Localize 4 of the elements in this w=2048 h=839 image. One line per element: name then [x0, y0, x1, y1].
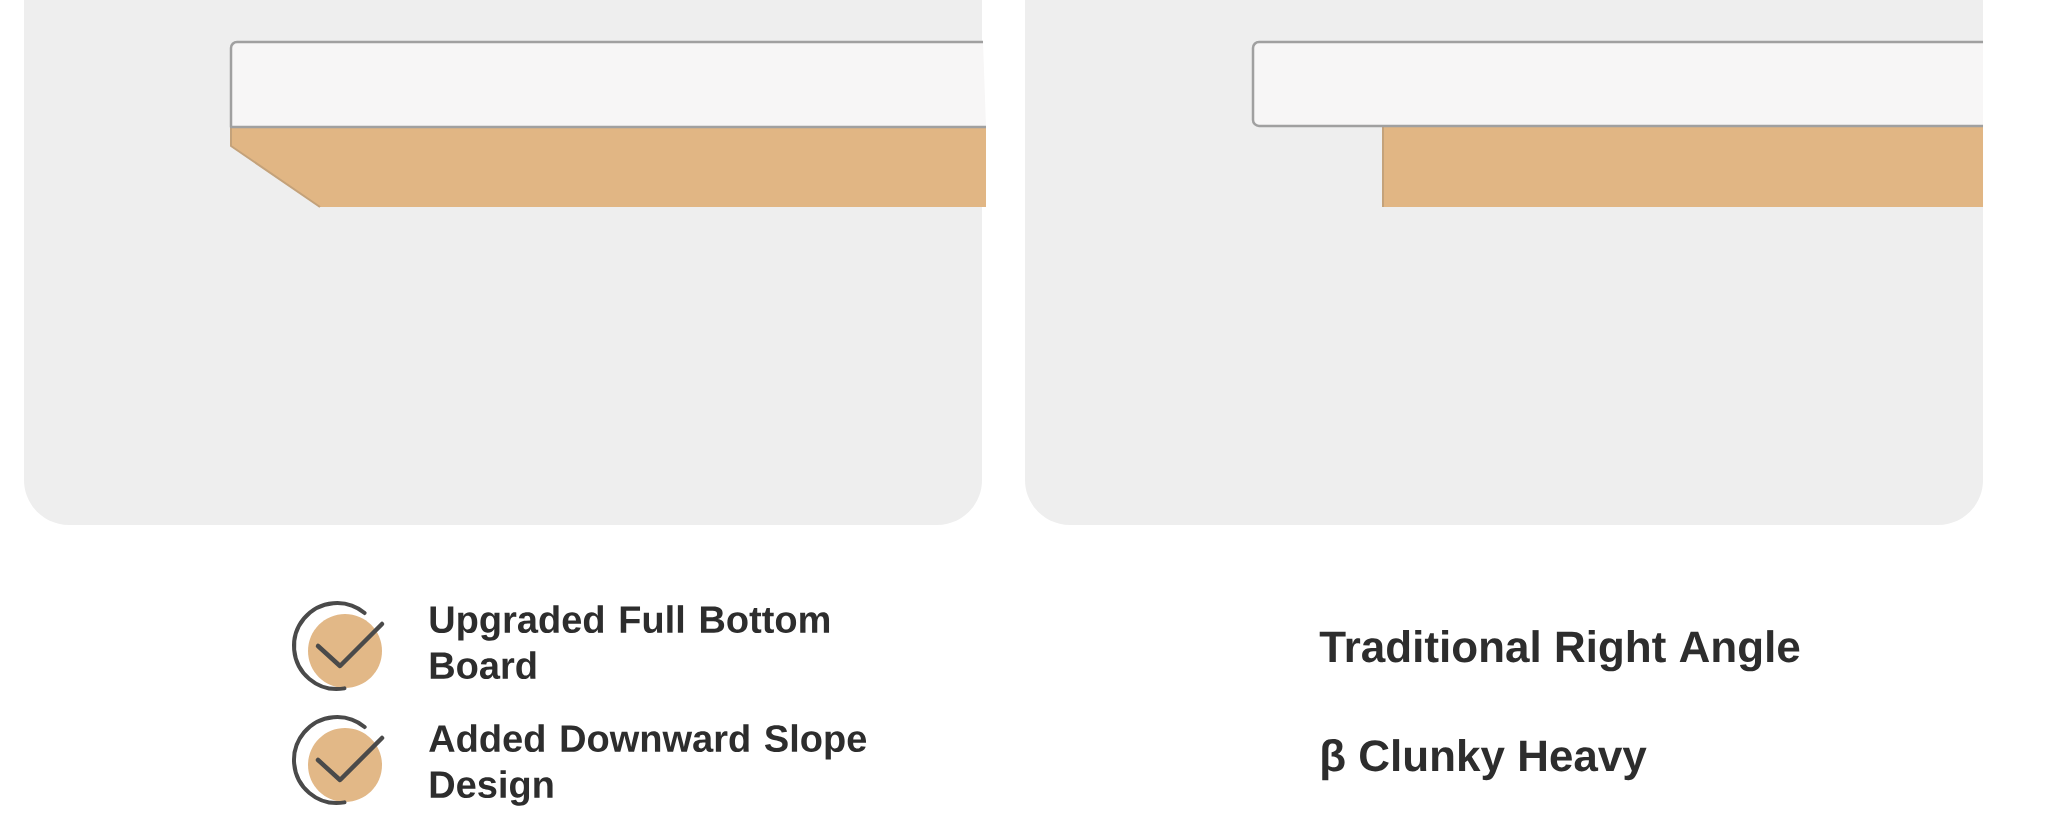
feature-label: Upgraded Full Bottom Board: [430, 605, 830, 680]
feature-label: β Clunky Heavy: [1322, 739, 1647, 781]
feature-label: Traditional Right Angle: [1319, 630, 1800, 672]
feature-label: Added Downward Slope Design: [429, 724, 867, 806]
